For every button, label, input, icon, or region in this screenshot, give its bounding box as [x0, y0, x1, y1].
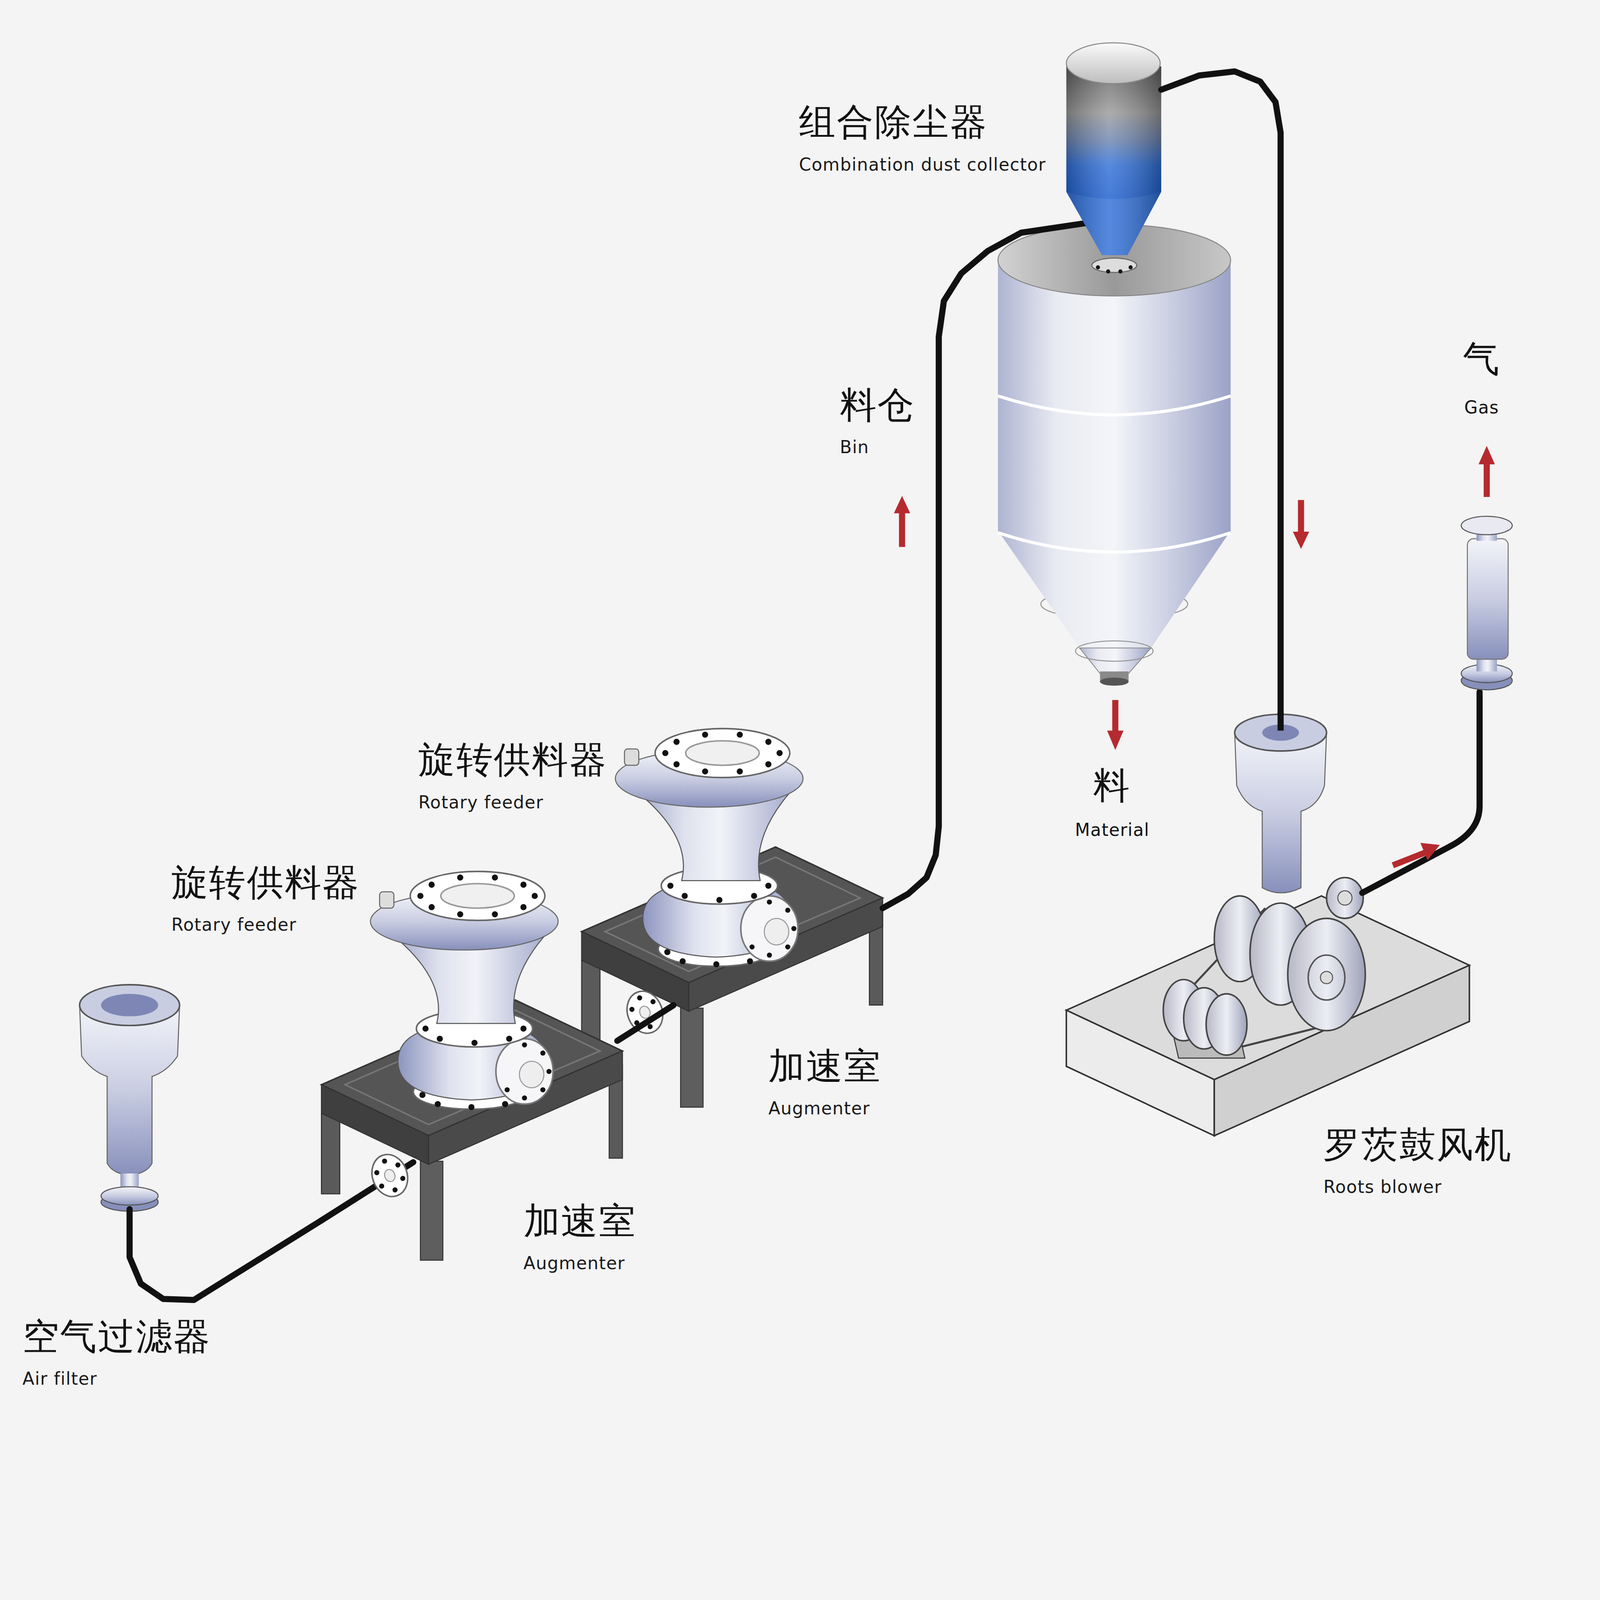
label-group: 空气过滤器 Air filter	[22, 1316, 212, 1389]
component-name-en: Combination dust collector	[798, 153, 1046, 175]
equipment-node: 旋转供料器Rotary feeder	[370, 871, 559, 1025]
label-group: 组合除尘器 Combination dust collector	[798, 102, 1046, 175]
component-name: 旋转供料器	[171, 862, 361, 903]
component-name-en: Rotary feeder	[171, 914, 361, 935]
label-group: 旋转供料器 Rotary feeder	[171, 862, 361, 935]
label-group: 加速室 Augmenter	[768, 1045, 882, 1119]
component-name: 罗茨鼓风机	[1323, 1124, 1512, 1165]
label-group: 罗茨鼓风机 Roots blower	[1323, 1124, 1512, 1197]
component-name-en: Bin	[839, 436, 916, 458]
component-name-en: Augmenter	[523, 1252, 637, 1274]
pipe-connector	[882, 232, 1022, 909]
component-name: 加速室	[768, 1045, 882, 1087]
equipment-node: 加速室Augmenter	[673, 846, 883, 1097]
equipment-node: 加速室Augmenter	[321, 994, 618, 1261]
pipe-connector	[617, 1005, 674, 1041]
label-group: 料仓 Bin	[839, 384, 916, 458]
flow-arrow	[893, 445, 1495, 866]
component-name-en: Roots blower	[1323, 1176, 1512, 1197]
pipe	[1362, 691, 1480, 893]
component-name: 旋转供料器	[418, 739, 608, 781]
equipment-node: 旋转供料器Rotary feeder	[615, 728, 803, 882]
pipe-connector	[1161, 71, 1281, 715]
label-group: 旋转供料器 Rotary feeder	[418, 739, 608, 813]
flow-label: Gas	[1464, 396, 1499, 418]
bin	[997, 224, 1231, 686]
equipment-node: 料仓Bin	[997, 232, 1231, 682]
pipe-flange	[366, 1149, 414, 1202]
component-name: 料仓	[839, 384, 916, 426]
component-name: 加速室	[523, 1201, 637, 1242]
roots-blower	[1066, 712, 1470, 1136]
rotary-feeder	[615, 728, 803, 968]
component-name-en: Air filter	[22, 1368, 212, 1389]
component-name: 组合除尘器	[798, 102, 1046, 143]
flow-label: 料	[1093, 765, 1132, 807]
flow-label: Material	[1075, 819, 1150, 840]
component-name-en: Augmenter	[768, 1098, 882, 1119]
component-name-en: Rotary feeder	[418, 791, 608, 812]
equipment-node: 组合除尘器Combination dust collector	[1066, 40, 1162, 233]
dust-collector	[1066, 42, 1162, 274]
air-filter	[79, 984, 180, 1212]
component-name: 空气过滤器	[22, 1316, 212, 1357]
pipe-connector	[129, 1209, 322, 1300]
flow-label: 气	[1462, 338, 1501, 380]
equipment-node: 空气过滤器Air filter	[79, 984, 180, 1210]
silencer	[1461, 516, 1513, 690]
rotary-feeder	[370, 871, 559, 1111]
label-group: 加速室 Augmenter	[523, 1201, 637, 1274]
